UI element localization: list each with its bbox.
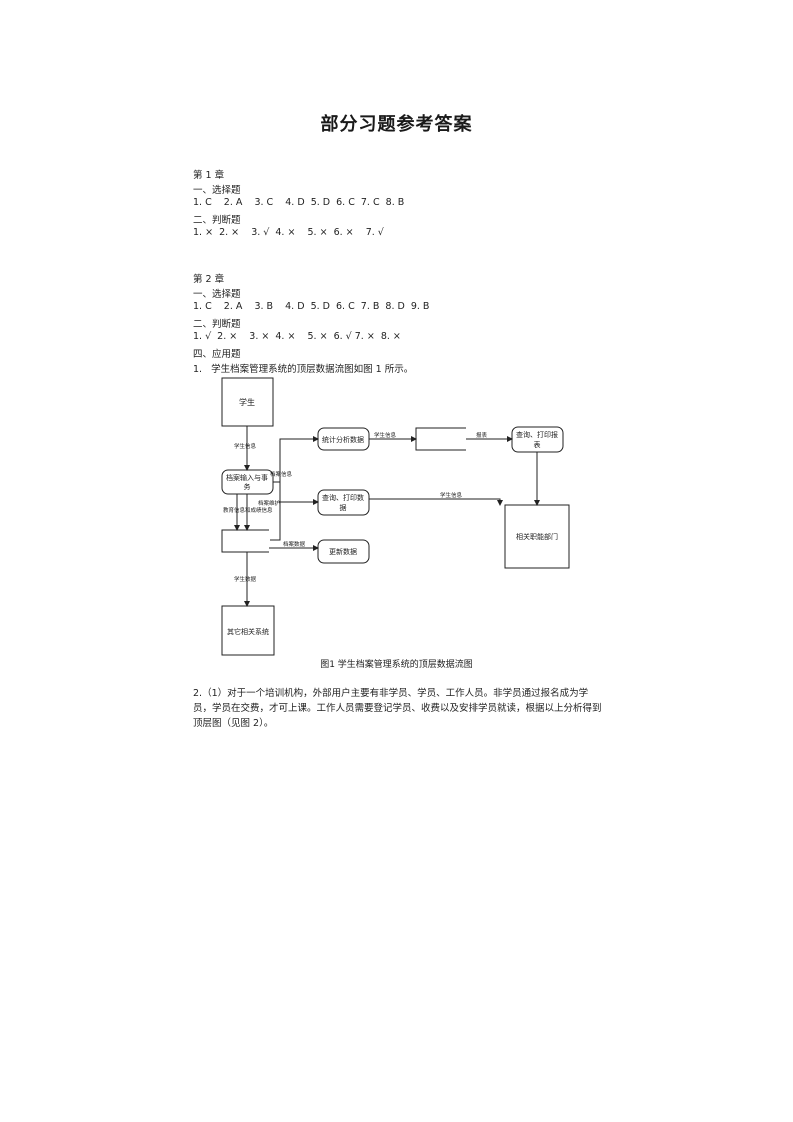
flow-query-to-dept	[369, 498, 503, 506]
ch1-heading: 第 1 章	[193, 170, 225, 181]
diagram-label: 学生信息	[374, 431, 397, 439]
diagram-label: 其它相关系统	[227, 627, 269, 636]
ch1-judge-answers: 1. × 2. × 3. √ 4. × 5. × 6. × 7. √	[193, 227, 384, 238]
ch2-question-1: 1. 学生档案管理系统的顶层数据流图如图 1 所示。	[193, 364, 414, 375]
page-title: 部分习题参考答案	[320, 114, 473, 135]
diagram-label: 学生信息	[234, 442, 257, 450]
process-stats	[317, 427, 370, 451]
flow-store-to-stats	[270, 436, 319, 541]
diagram-label: 档案输入与事	[226, 473, 268, 482]
diagram-label: 表	[534, 440, 541, 449]
flow-input-to-query	[273, 481, 319, 505]
diagram-label: 查询、打印数	[322, 493, 364, 502]
process-query-print	[317, 489, 370, 516]
ch2-heading: 第 2 章	[193, 274, 225, 285]
diagram-label: 档案信息	[270, 470, 293, 478]
ch2-section-judge: 二、判断题	[193, 319, 241, 330]
diagram-label: 教育信息和成绩信息	[223, 506, 273, 514]
diagram-label: 报表	[476, 431, 488, 439]
figure-caption: 图1 学生档案管理系统的顶层数据流图	[320, 660, 473, 670]
ch1-choice-answers: 1. C 2. A 3. C 4. D 5. D 6. C 7. C 8. B	[193, 197, 405, 208]
diagram-label: 查询、打印报	[516, 430, 558, 439]
question-2-paragraph: 2.（1）对于一个培训机构，外部用户主要有非学员、学员、工作人员。非学员通过报名…	[193, 688, 602, 729]
diagram-label: 学生数据	[234, 575, 257, 583]
ch1-section-choice: 一、选择题	[193, 185, 241, 196]
diagram-label: 档案数据	[283, 540, 306, 548]
ch2-section-choice: 一、选择题	[193, 289, 241, 300]
diagram-label: 档案维护	[258, 499, 281, 507]
other-system-entity	[221, 605, 275, 656]
diagram-label: 统计分析数据	[322, 435, 364, 444]
datastore-archive	[221, 529, 269, 553]
process-update	[317, 539, 370, 564]
student-entity	[221, 377, 274, 427]
diagram-label: 更新数据	[329, 547, 357, 556]
diagram-label: 务	[244, 482, 251, 491]
process-input	[221, 469, 274, 495]
ch2-choice-answers: 1. C 2. A 3. B 4. D 5. D 6. C 7. B 8. D …	[193, 301, 430, 312]
ch2-judge-answers: 1. √ 2. × 3. × 4. × 5. × 6. √ 7. × 8. ×	[193, 331, 401, 342]
process-report	[511, 426, 564, 453]
ch1-section-judge: 二、判断题	[193, 215, 241, 226]
diagram-label: 学生信息	[440, 491, 463, 499]
diagram-label: 据	[340, 503, 347, 512]
ch2-section-application: 四、应用题	[193, 349, 241, 360]
diagram-label: 相关职能部门	[516, 532, 558, 541]
dept-entity	[504, 504, 570, 569]
datastore-stats	[415, 427, 466, 451]
student-label: 学生	[239, 397, 255, 407]
